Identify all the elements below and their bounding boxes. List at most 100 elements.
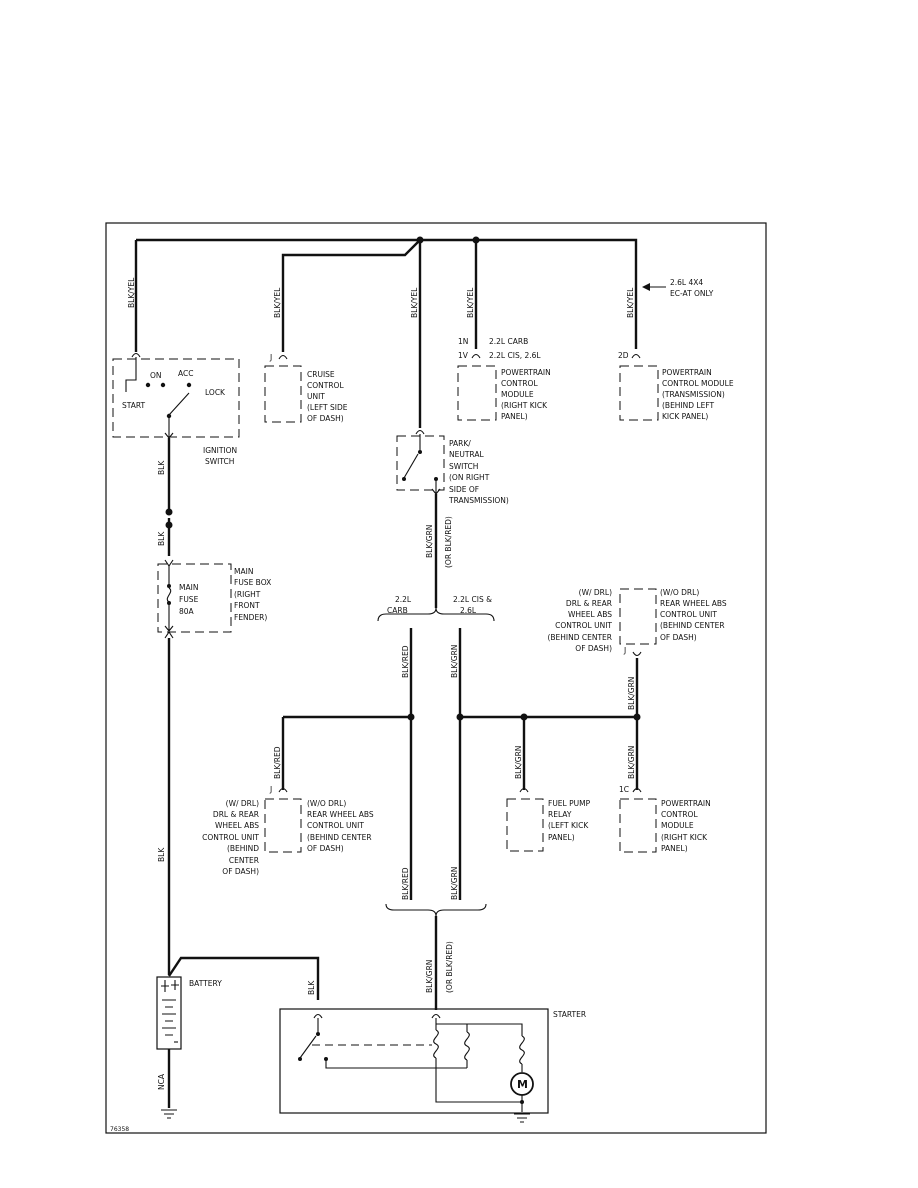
abs-right-wdrl: OF DASH) [575, 644, 612, 653]
abs-unit-right [619, 588, 657, 657]
variant-label: 2.2L CIS & [453, 595, 492, 604]
fuel-pump-label: FUEL PUMP [548, 799, 591, 808]
splice-dot [456, 713, 464, 721]
pin-label: 1N [458, 337, 468, 346]
splice-dot [520, 713, 528, 721]
pcm-label: PANEL) [501, 412, 528, 421]
cruise-label: CONTROL [307, 381, 344, 390]
splice-dot [633, 713, 641, 721]
ignition-acc-label: ACC [178, 369, 193, 378]
tcm-label: POWERTRAIN [662, 368, 712, 377]
merge-bracket [385, 903, 487, 917]
abs-left-wdrl: WHEEL ABS [215, 821, 259, 830]
pin-label: 1V [458, 351, 469, 360]
main-fuse-box [157, 559, 232, 633]
splice-dot [472, 236, 480, 244]
pns-label: PARK/ [449, 439, 471, 448]
wire-label: BLK/GRN [627, 746, 636, 779]
engine-note-arrow [642, 283, 666, 291]
abs-right-wodrl: CONTROL UNIT [660, 610, 717, 619]
starter [279, 1008, 549, 1114]
fuse-box-label: FUSE BOX [234, 578, 271, 587]
variant-label: CARB [387, 606, 408, 615]
abs-left-wdrl: CENTER [229, 856, 259, 865]
pcm-label: MODULE [501, 390, 534, 399]
splice-dot [407, 713, 415, 721]
pns-label: TRANSMISSION) [448, 496, 509, 505]
abs-left-wodrl: CONTROL UNIT [307, 821, 364, 830]
pcm-label: POWERTRAIN [501, 368, 551, 377]
fuel-pump-relay [506, 787, 544, 852]
abs-right-wdrl: CONTROL UNIT [555, 621, 612, 630]
wire-label: BLK/RED [401, 867, 410, 900]
abs-left-wodrl: (W/O DRL) [307, 799, 346, 808]
main-fuse-label: FUSE [179, 595, 199, 604]
abs-left-wdrl: DRL & REAR [213, 810, 259, 819]
figure-id: 76358 [110, 1126, 129, 1133]
abs-left-wdrl: (BEHIND [227, 844, 259, 853]
pcm-label: CONTROL [501, 379, 538, 388]
abs-right-wodrl: OF DASH) [660, 633, 697, 642]
engine-note: 2.6L 4X4 [670, 278, 703, 287]
wire-label: BLK/GRN [425, 525, 434, 558]
ground-symbol [161, 1109, 177, 1119]
diagram-frame [105, 222, 767, 1134]
abs-left-wodrl: REAR WHEEL ABS [307, 810, 374, 819]
pcm-top [457, 353, 497, 421]
engine-note: EC-AT ONLY [670, 289, 714, 298]
pcm-bottom-label: CONTROL [661, 810, 698, 819]
battery-label: BATTERY [189, 979, 222, 988]
pin-desc: 2.2L CIS, 2.6L [489, 351, 541, 360]
main-fuse-label: 80A [179, 607, 195, 616]
abs-left-wodrl: OF DASH) [307, 844, 344, 853]
pcm-label: (RIGHT KICK [501, 401, 548, 410]
pcm-bottom-label: PANEL) [661, 844, 688, 853]
abs-left-wdrl: (W/ DRL) [226, 799, 259, 808]
tcm-label: (TRANSMISSION) [662, 390, 725, 399]
wire-label: BLK [157, 847, 166, 862]
pin-label: 2D [618, 351, 629, 360]
wire-label: BLK/RED [273, 746, 282, 779]
pns-label: SWITCH [449, 462, 478, 471]
tcm-label: KICK PANEL) [662, 412, 708, 421]
pcm-bottom-label: MODULE [661, 821, 694, 830]
cruise-control-unit [264, 354, 302, 423]
wire-label: NCA [157, 1073, 166, 1090]
pcm-bottom-label: POWERTRAIN [661, 799, 711, 808]
wire-label: (OR BLK/RED) [445, 941, 454, 993]
pin-desc: 2.2L CARB [489, 337, 528, 346]
wire-label: BLK/GRN [450, 867, 459, 900]
wire-label: BLK/YEL [410, 287, 419, 318]
fuel-pump-label: (LEFT KICK [548, 821, 589, 830]
tcm-label: CONTROL MODULE [662, 379, 734, 388]
pin-label: J [623, 646, 626, 655]
cruise-label: OF DASH) [307, 414, 344, 423]
abs-right-wdrl: WHEEL ABS [568, 610, 612, 619]
pcm-bottom [619, 787, 657, 853]
pns-label: SIDE OF [449, 485, 479, 494]
ignition-start-label: START [122, 401, 146, 410]
top-bus [134, 236, 638, 428]
pin-label: J [269, 353, 272, 362]
fuse-box-label: MAIN [234, 567, 253, 576]
abs-right-wdrl: (W/ DRL) [579, 588, 612, 597]
cruise-label: UNIT [307, 392, 325, 401]
abs-unit-left [264, 787, 302, 853]
battery [156, 976, 182, 1050]
fuel-pump-label: PANEL) [548, 833, 575, 842]
cruise-label: CRUISE [307, 370, 335, 379]
wire-label: BLK [157, 460, 166, 475]
wire-label: BLK/GRN [425, 960, 434, 993]
wire-label: (OR BLK/RED) [444, 516, 453, 568]
pin-label: 1C [619, 785, 629, 794]
wire-label: BLK/GRN [627, 677, 636, 710]
park-neutral-switch [396, 429, 445, 495]
cruise-label: (LEFT SIDE [307, 403, 348, 412]
abs-right-wodrl: (W/O DRL) [660, 588, 699, 597]
abs-left-wodrl: (BEHIND CENTER [307, 833, 372, 842]
splice-dot [416, 236, 424, 244]
fuse-box-label: FRONT [234, 601, 260, 610]
abs-right-wdrl: DRL & REAR [566, 599, 612, 608]
fuse-box-label: (RIGHT [234, 590, 261, 599]
